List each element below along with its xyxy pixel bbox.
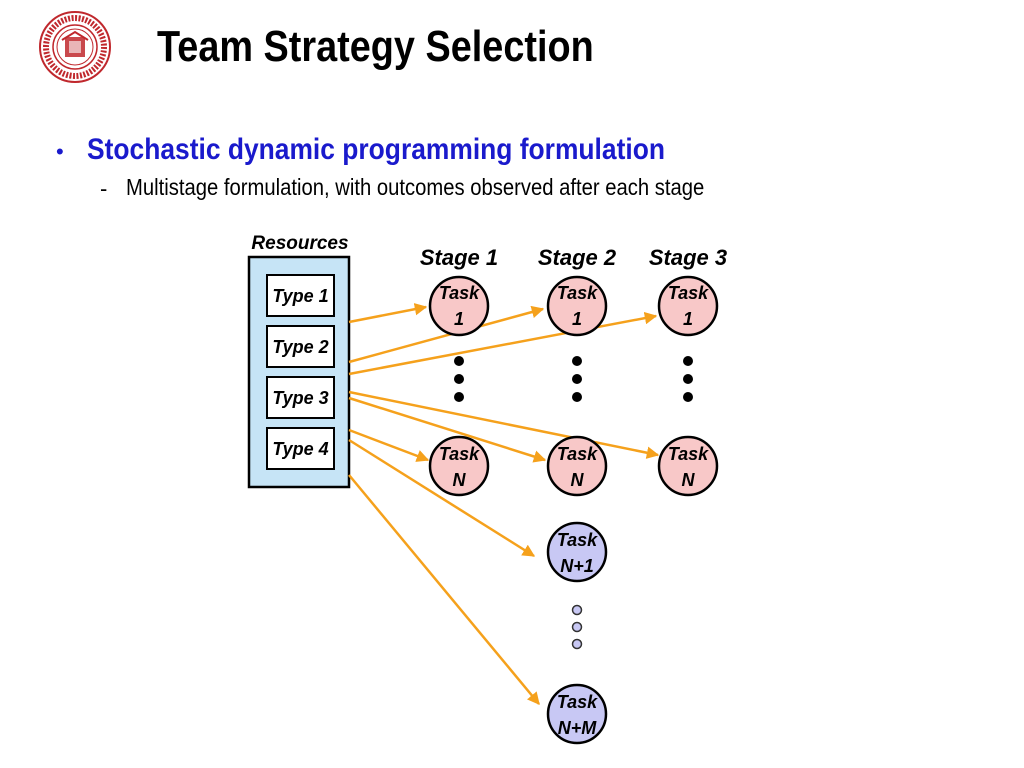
svg-text:N: N bbox=[453, 470, 467, 490]
stage-3-task-1: Task 1 bbox=[657, 275, 719, 337]
sub-bullet-dash: - bbox=[100, 176, 108, 201]
arrow-taskN1 bbox=[348, 438, 536, 558]
arrow-stage2-task1 bbox=[348, 305, 545, 364]
svg-text:Task: Task bbox=[557, 530, 598, 550]
svg-text:Task: Task bbox=[439, 444, 480, 464]
type-3-label: Type 3 bbox=[272, 388, 328, 408]
stage-3-label: Stage 3 bbox=[649, 245, 727, 270]
sub-bullet-text: Multistage formulation, with outcomes ob… bbox=[126, 174, 705, 200]
arrow-stage2-taskN bbox=[348, 396, 547, 463]
type-3-box: Type 3 bbox=[266, 376, 335, 419]
svg-text:1: 1 bbox=[572, 309, 582, 329]
type-2-label: Type 2 bbox=[272, 337, 328, 357]
arrow-type1-stage1-task1 bbox=[348, 303, 428, 324]
svg-text:Task: Task bbox=[668, 283, 709, 303]
svg-text:N+1: N+1 bbox=[560, 556, 594, 576]
stage-1-task-1: Task 1 bbox=[428, 275, 490, 337]
stage-3-task-n: Task N bbox=[657, 435, 719, 497]
svg-text:N: N bbox=[571, 470, 585, 490]
hollow-ellipsis-dots bbox=[571, 604, 583, 650]
stage-2-label: Stage 2 bbox=[538, 245, 617, 270]
stage-1-task-n: Task N bbox=[428, 435, 490, 497]
assignment-arrows bbox=[348, 303, 660, 705]
type-4-box: Type 4 bbox=[266, 427, 335, 470]
ellipsis-dots bbox=[454, 356, 693, 402]
stage-2-task-1: Task 1 bbox=[546, 275, 608, 337]
type-4-label: Type 4 bbox=[272, 439, 328, 459]
svg-text:1: 1 bbox=[454, 309, 464, 329]
arrow-stage1-taskN bbox=[348, 428, 430, 462]
resources-label: Resources bbox=[251, 233, 348, 254]
type-2-box: Type 2 bbox=[266, 325, 335, 368]
stage-2-task-n: Task N bbox=[546, 435, 608, 497]
arrow-stage3-task1 bbox=[348, 311, 658, 376]
svg-text:Task: Task bbox=[557, 692, 598, 712]
arrow-taskNM bbox=[348, 474, 540, 705]
svg-text:N: N bbox=[682, 470, 696, 490]
svg-text:Task: Task bbox=[668, 444, 709, 464]
svg-text:Task: Task bbox=[557, 444, 598, 464]
stage-1-label: Stage 1 bbox=[420, 245, 498, 270]
page-title: Team Strategy Selection bbox=[157, 22, 594, 71]
task-n-plus-m: Task N+M bbox=[546, 683, 608, 745]
task-n-plus-1: Task N+1 bbox=[546, 521, 608, 583]
bullet-text: Stochastic dynamic programming formulati… bbox=[87, 133, 665, 166]
svg-text:N+M: N+M bbox=[558, 718, 598, 738]
university-seal-icon bbox=[39, 11, 111, 83]
svg-text:1: 1 bbox=[683, 309, 693, 329]
svg-text:Task: Task bbox=[557, 283, 598, 303]
bullet-dot: • bbox=[56, 139, 64, 164]
type-1-box: Type 1 bbox=[266, 274, 335, 317]
arrow-stage3-taskN bbox=[348, 390, 660, 459]
svg-text:Task: Task bbox=[439, 283, 480, 303]
type-1-label: Type 1 bbox=[272, 286, 328, 306]
